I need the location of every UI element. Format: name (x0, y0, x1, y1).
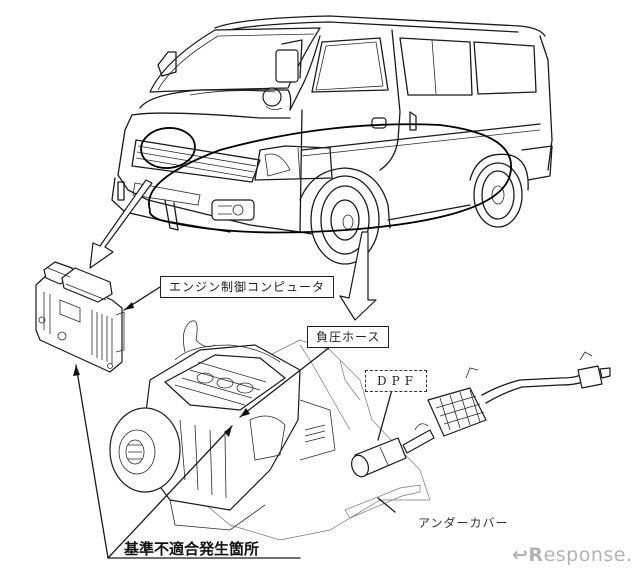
response-r-arrow-icon: ↩R (512, 544, 544, 566)
under-cover-drawing (344, 484, 421, 519)
watermark: ↩Response. (512, 544, 633, 566)
label-under-cover: アンダーカバー (418, 516, 509, 530)
arrowhead-nonconformity-hose (224, 426, 232, 437)
leader-dpf (377, 385, 394, 441)
leader-under-cover (377, 497, 396, 513)
van-drawing (111, 15, 553, 265)
label-engine-ecu: エンジン制御コンピュータ (160, 276, 335, 298)
label-vacuum-hose: 負圧ホース (307, 326, 390, 348)
arrow-to-ecu (89, 179, 153, 269)
engine-drawing (109, 320, 431, 541)
label-nonconformity-location: 基準不適合発生箇所 (124, 540, 260, 558)
arrowhead-nonconformity-ecu (73, 365, 80, 376)
leader-nonconformity-to-hose (107, 425, 233, 559)
arrowhead-vacuum-hose (240, 408, 250, 417)
leader-vacuum-hose (239, 346, 331, 418)
label-dpf: DPF (365, 370, 428, 392)
watermark-text: esponse. (543, 544, 633, 566)
exhaust-drawing (350, 351, 611, 478)
arrowhead-ecu (124, 302, 134, 310)
arrow-to-engine (339, 231, 377, 321)
engine-ecu-drawing (35, 261, 125, 373)
leader-nonconformity-to-ecu (75, 364, 109, 559)
